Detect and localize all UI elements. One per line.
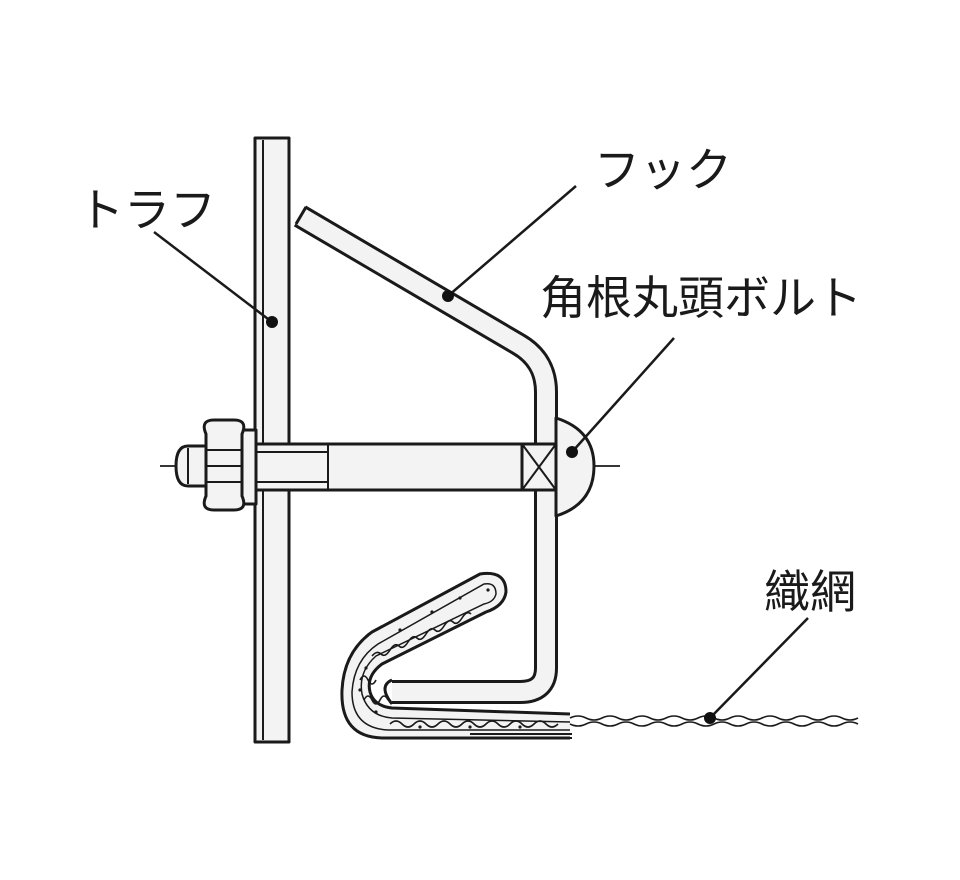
net-leader	[704, 617, 809, 724]
label-hook: フック	[594, 143, 732, 197]
label-bolt: 角根丸頭ボルト	[540, 271, 862, 325]
hook-leader	[442, 185, 577, 302]
square-neck-round-head-bolt	[160, 416, 620, 518]
label-net: 織網	[764, 565, 856, 619]
trough-plate	[253, 136, 291, 744]
label-trough: トラフ	[78, 183, 216, 237]
bolt-leader	[566, 337, 675, 458]
hook-rod	[293, 205, 558, 705]
woven-net	[340, 571, 859, 740]
trough-leader	[153, 231, 278, 328]
